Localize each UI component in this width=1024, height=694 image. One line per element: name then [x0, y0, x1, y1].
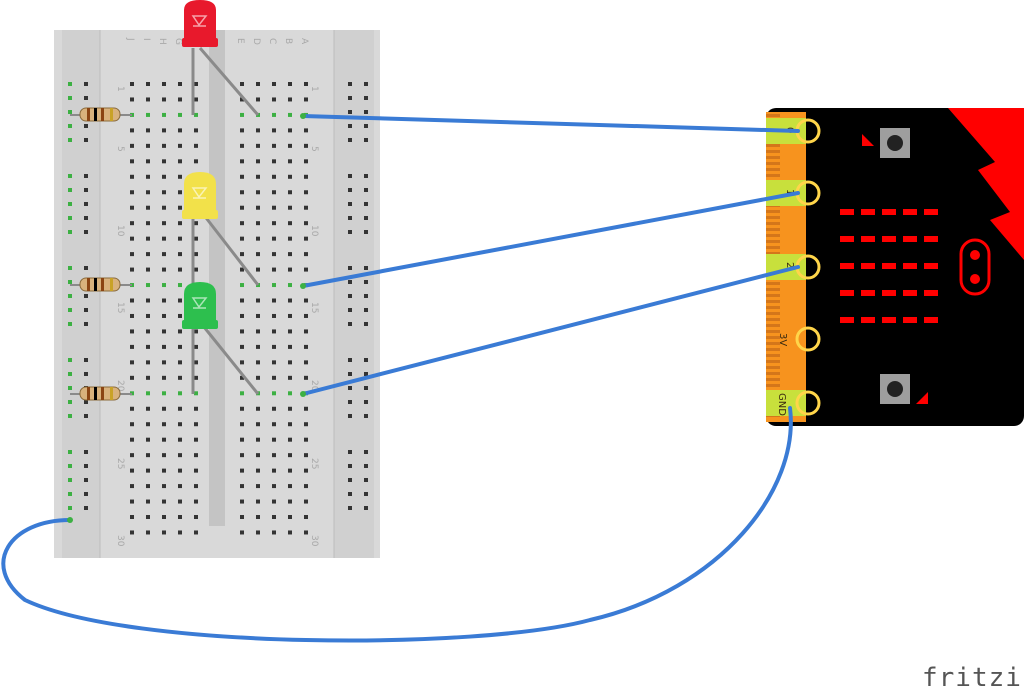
column-letter: H [157, 38, 167, 45]
wire-pin2 [301, 265, 800, 396]
matrix-led [924, 263, 938, 269]
row-number: 10 [115, 225, 125, 237]
resistor-2 [70, 277, 132, 292]
matrix-led [840, 317, 854, 323]
breadboard-holes [68, 82, 368, 535]
row-number: 10 [309, 225, 319, 237]
microbit-board: 0 1 2 3V GND [766, 108, 1024, 426]
pin-label-gnd: GND [776, 393, 787, 416]
matrix-led [924, 209, 938, 215]
matrix-led [840, 263, 854, 269]
matrix-led [924, 290, 938, 296]
row-number: 25 [115, 458, 125, 469]
matrix-led [903, 290, 917, 296]
row-number: 15 [115, 302, 125, 313]
column-letter: J [125, 37, 135, 41]
column-letter: D [251, 38, 261, 45]
led-green [182, 282, 218, 329]
matrix-led [882, 317, 896, 323]
button-a [862, 128, 910, 158]
matrix-led [882, 263, 896, 269]
fritzing-brand: fritzing [922, 663, 1024, 693]
row-number: 5 [309, 146, 319, 152]
wire-gnd [1, 406, 793, 643]
column-letter: A [299, 38, 309, 45]
matrix-led [861, 263, 875, 269]
resistors [70, 107, 132, 401]
wire-pin1 [301, 191, 800, 288]
accelerometer-icon [959, 238, 991, 296]
column-letter: E [235, 38, 245, 44]
column-letter: C [267, 38, 277, 44]
matrix-led [882, 236, 896, 242]
matrix-led [861, 209, 875, 215]
row-number: 30 [115, 535, 125, 547]
wire-pin0 [301, 114, 800, 133]
row-number: 1 [309, 86, 319, 92]
row-number: 25 [309, 458, 319, 469]
matrix-led [861, 317, 875, 323]
row-number: 20 [309, 380, 319, 392]
wire-endpoints [67, 113, 306, 523]
led-yellow [182, 172, 218, 219]
matrix-led [903, 263, 917, 269]
row-number: 1 [115, 86, 125, 92]
matrix-led [903, 209, 917, 215]
pin-label-2: 2 [784, 262, 795, 268]
column-letter: B [283, 38, 293, 44]
matrix-led [903, 236, 917, 242]
column-letter: I [141, 38, 151, 41]
matrix-led [861, 236, 875, 242]
column-letter: G [173, 38, 183, 45]
resistor-3 [70, 386, 132, 401]
row-number: 15 [309, 302, 319, 313]
pin-label-3v: 3V [777, 333, 788, 346]
resistor-1 [70, 107, 132, 122]
row-number: 30 [309, 535, 319, 547]
matrix-led [882, 209, 896, 215]
matrix-led [882, 290, 896, 296]
pin-label-1: 1 [784, 189, 795, 195]
row-number: 20 [115, 380, 125, 392]
row-number: 5 [115, 146, 125, 152]
led-matrix [840, 209, 938, 323]
matrix-led [924, 317, 938, 323]
wires [1, 114, 800, 643]
matrix-led [840, 290, 854, 296]
button-b [880, 374, 928, 404]
led-legs [191, 47, 260, 395]
center-channel [209, 30, 225, 526]
matrix-led [840, 209, 854, 215]
matrix-led [840, 236, 854, 242]
matrix-led [924, 236, 938, 242]
matrix-led [861, 290, 875, 296]
matrix-led [903, 317, 917, 323]
microbit-logo-accent [948, 108, 1024, 260]
led-red [182, 0, 218, 47]
